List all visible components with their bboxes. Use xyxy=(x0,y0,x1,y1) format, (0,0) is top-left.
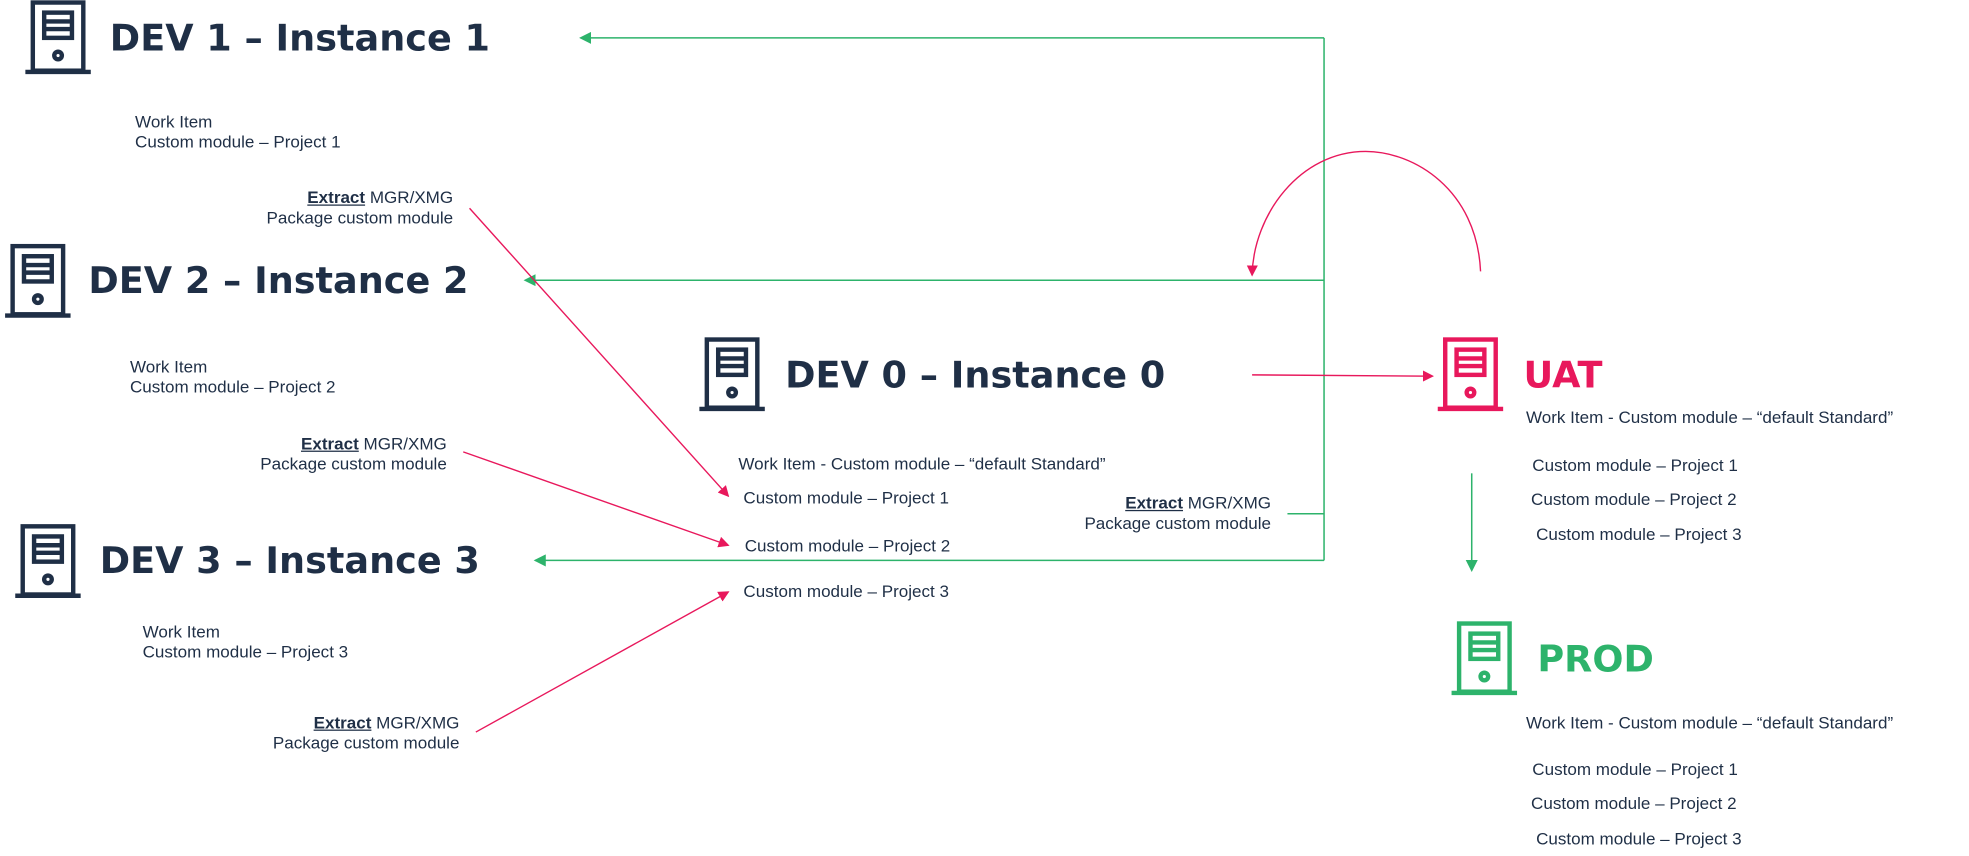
extract-label: Extract xyxy=(300,434,359,454)
server-icon xyxy=(25,0,91,75)
dev3-package: Package custom module xyxy=(272,733,460,753)
extract-format: MGR/XMG xyxy=(371,713,460,733)
dev3-work-item: Work Item xyxy=(142,622,220,642)
arrow-dev1-to-dev0 xyxy=(469,207,730,498)
arrow-uat-back-to-dev xyxy=(1246,150,1482,277)
uat-module-3: Custom module – Project 3 xyxy=(1536,525,1742,545)
dev0-module-3: Custom module – Project 3 xyxy=(743,581,949,601)
uat-module-1: Custom module – Project 1 xyxy=(1532,455,1738,475)
server-icon xyxy=(15,524,81,598)
uat-module-2: Custom module – Project 2 xyxy=(1531,489,1737,509)
extract-label: Extract xyxy=(313,713,372,733)
dev2-package: Package custom module xyxy=(260,454,447,474)
dev2-work-item: Work Item xyxy=(130,357,208,377)
extract-label: Extract xyxy=(1125,493,1183,513)
prod-module-2: Custom module – Project 2 xyxy=(1531,793,1737,813)
arrow-dev2-to-dev0 xyxy=(462,451,730,548)
extract-format: MGR/XMG xyxy=(1182,493,1272,513)
server-icon xyxy=(699,337,765,412)
server-icon xyxy=(1437,337,1504,412)
extract-format: MGR/XMG xyxy=(365,188,454,208)
prod-title: PROD xyxy=(1537,637,1654,681)
dev1-title: DEV 1 – Instance 1 xyxy=(109,16,490,60)
dev0-work-item: Work Item - Custom module – “default Sta… xyxy=(738,454,1106,474)
dev1-package: Package custom module xyxy=(266,208,454,228)
dev0-package: Package custom module xyxy=(1084,513,1272,533)
extract-label: Extract xyxy=(307,188,366,208)
dev1-work-item: Work Item xyxy=(135,112,213,132)
dev2-title: DEV 2 – Instance 2 xyxy=(88,258,469,302)
dev3-module: Custom module – Project 3 xyxy=(142,642,349,662)
dev0-title: DEV 0 – Instance 0 xyxy=(785,353,1166,397)
dev3-title: DEV 3 – Instance 3 xyxy=(99,538,480,582)
dev0-module-2: Custom module – Project 2 xyxy=(744,536,951,556)
dev2-extract: Extract MGR/XMG xyxy=(301,434,447,454)
uat-work-item: Work Item - Custom module – “default Sta… xyxy=(1525,407,1894,427)
dev0-module-1: Custom module – Project 1 xyxy=(743,488,949,508)
prod-module-3: Custom module – Project 3 xyxy=(1536,829,1742,849)
dev2-module: Custom module – Project 2 xyxy=(130,377,336,397)
dev1-extract: Extract MGR/XMG xyxy=(307,188,453,208)
arrow-dev0-to-uat xyxy=(1252,370,1434,382)
dev0-extract: Extract MGR/XMG xyxy=(1125,494,1271,514)
extract-format: MGR/XMG xyxy=(358,434,447,454)
prod-module-1: Custom module – Project 1 xyxy=(1532,759,1738,779)
uat-title: UAT xyxy=(1523,353,1603,397)
dev3-extract: Extract MGR/XMG xyxy=(314,713,460,733)
server-icon xyxy=(5,243,71,318)
prod-work-item: Work Item - Custom module – “default Sta… xyxy=(1525,713,1894,733)
dev1-module: Custom module – Project 1 xyxy=(135,132,341,152)
arrow-dev3-to-dev0 xyxy=(475,591,730,733)
server-icon xyxy=(1451,621,1518,696)
